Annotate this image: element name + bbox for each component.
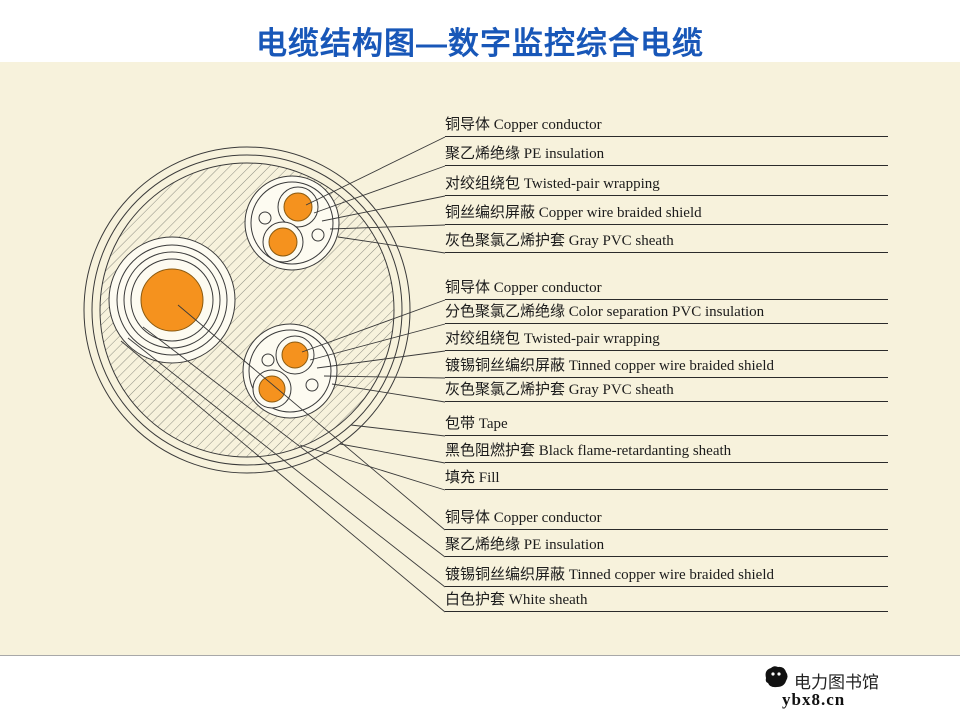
label-pe-insulation-2: 聚乙烯绝缘 PE insulation <box>445 536 888 557</box>
label-twisted-pair-wrapping-2: 对绞组绕包 Twisted-pair wrapping <box>445 330 888 351</box>
label-copper-braided-shield: 铜丝编织屏蔽 Copper wire braided shield <box>445 204 888 225</box>
label-copper-conductor-3: 铜导体 Copper conductor <box>445 509 888 530</box>
label-black-flame-retardant-sheath: 黑色阻燃护套 Black flame-retardanting sheath <box>445 442 888 463</box>
label-white-sheath: 白色护套 White sheath <box>445 591 888 612</box>
page-title: 电缆结构图—数字监控综合电缆 <box>256 26 704 61</box>
label-color-separation-insulation: 分色聚氯乙烯绝缘 Color separation PVC insulation <box>445 303 888 324</box>
label-tinned-shield-2: 镀锡铜丝编织屏蔽 Tinned copper wire braided shie… <box>445 566 888 587</box>
footer: 电力图书馆 ybx8.cn <box>758 660 958 716</box>
label-tinned-shield-1: 镀锡铜丝编织屏蔽 Tinned copper wire braided shie… <box>445 357 888 378</box>
label-twisted-pair-wrapping-1: 对绞组绕包 Twisted-pair wrapping <box>445 175 888 196</box>
site-name: 电力图书馆 <box>794 673 879 692</box>
label-fill: 填充 Fill <box>445 469 888 490</box>
site-logo-icon <box>765 666 788 688</box>
label-tape: 包带 Tape <box>445 415 888 436</box>
label-copper-conductor-1: 铜导体 Copper conductor <box>445 116 888 137</box>
site-url: ybx8.cn <box>782 690 846 709</box>
label-gray-pvc-sheath-1: 灰色聚氯乙烯护套 Gray PVC sheath <box>445 232 888 253</box>
label-copper-conductor-2: 铜导体 Copper conductor <box>445 279 888 300</box>
label-gray-pvc-sheath-2: 灰色聚氯乙烯护套 Gray PVC sheath <box>445 381 888 402</box>
label-pe-insulation-1: 聚乙烯绝缘 PE insulation <box>445 145 888 166</box>
footer-divider <box>0 655 960 656</box>
